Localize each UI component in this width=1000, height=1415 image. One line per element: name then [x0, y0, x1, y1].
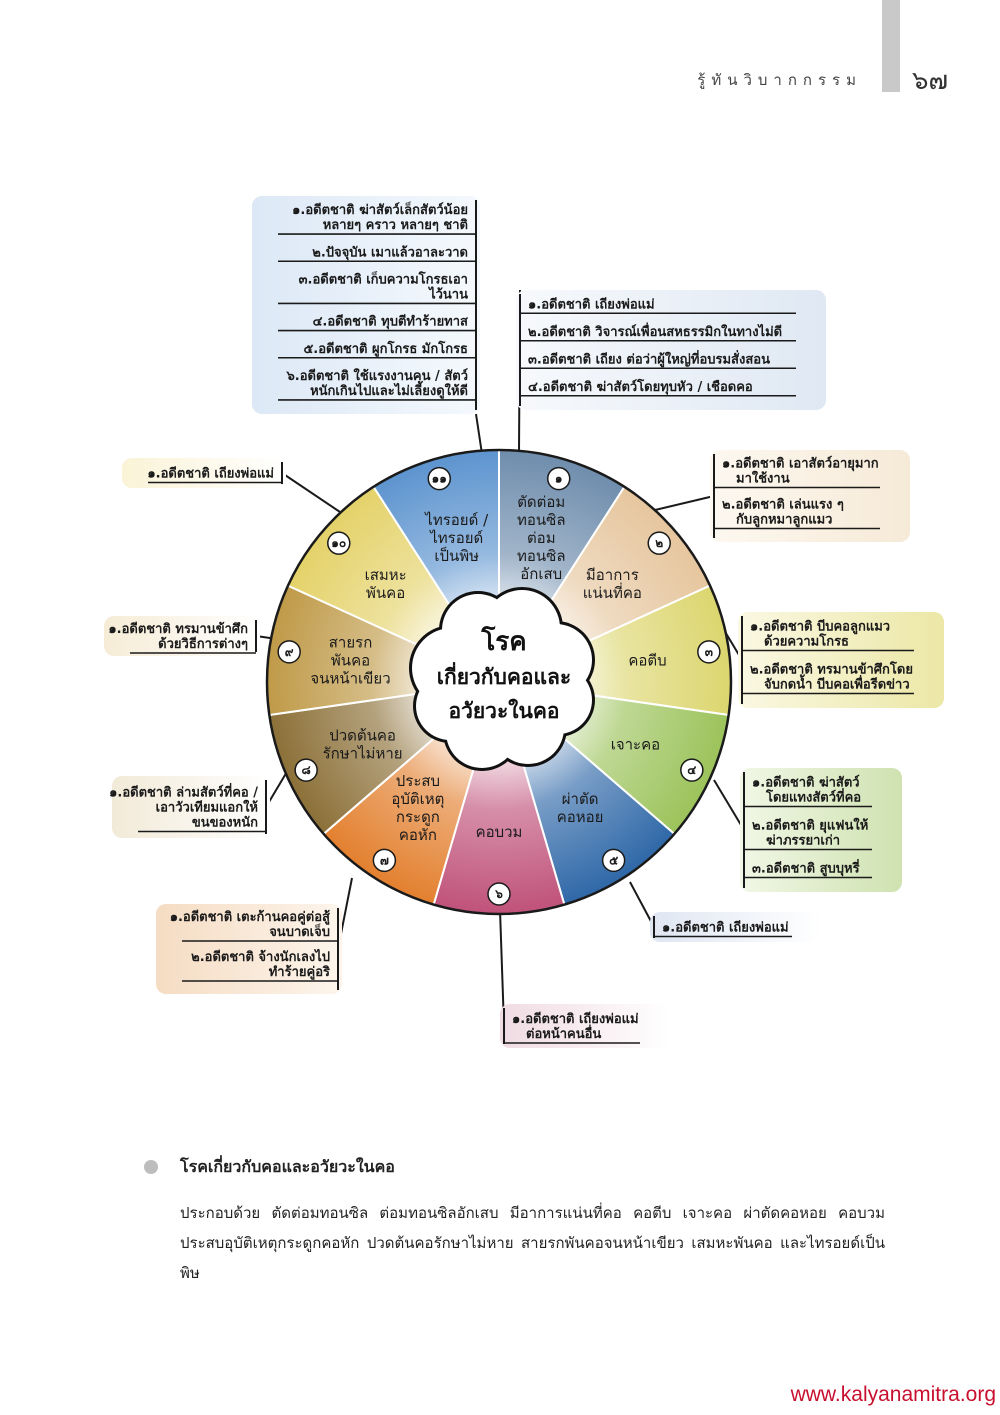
- cause-item-10-1: ๑.อดีตชาติ เถียงพ่อแม่: [147, 466, 274, 482]
- connector-line-2: [654, 495, 715, 511]
- segment-number-badge-3: [697, 640, 721, 664]
- cause-box-bg: [156, 904, 342, 994]
- cause-item-11-4: ๔.อดีตชาติ ทุบตีทำร้ายทาส: [313, 314, 468, 330]
- segment-number-10: ๑๐: [331, 536, 346, 550]
- cause-box-segment-6: ๑.อดีตชาติ เถียงพ่อแม่ต่อหน้าคนอื่น: [500, 1004, 670, 1048]
- segment-label-9: สายรกพันคอจนหน้าเขียว: [310, 634, 390, 688]
- cause-item-11-3: ๓.อดีตชาติ เก็บความโกรธเอาไว้นาน: [299, 269, 468, 302]
- segment-number-badge-8: [294, 758, 318, 782]
- cause-box-segment-2: ๑.อดีตชาติ เอาสัตว์อายุมากมาใช้งาน๒.อดีต…: [710, 450, 910, 542]
- cause-item-3-1: ๑.อดีตชาติ บีบคอลูกแมวด้วยความโกรธ: [750, 619, 890, 650]
- cause-item-11-5: ๕.อดีตชาติ ผูกโกรธ มักโกรธ: [303, 340, 468, 357]
- cause-item-8-1: ๑.อดีตชาติ ล่ามสัตว์ที่คอ /เอาวัวเทียมแอ…: [109, 783, 258, 831]
- cause-box-bg: [516, 290, 826, 410]
- segment-label-1: ตัดต่อมทอนซิลต่อมทอนซิลอักเสบ: [517, 493, 566, 583]
- segment-number-badge-11: [427, 466, 452, 491]
- cause-box-bg: [104, 616, 260, 656]
- segment-number-8: ๘: [302, 763, 311, 777]
- segment-label-11: ไทรอยด์ /ไทรอยด์เป็นพิษ: [424, 511, 489, 565]
- cause-box-segment-10: ๑.อดีตชาติ เถียงพ่อแม่: [122, 458, 286, 488]
- cause-item-11-6: ๖.อดีตชาติ ใช้แรงงานคน / สัตว์หนักเกินไป…: [286, 367, 468, 399]
- cause-item-1-2: ๒.อดีตชาติ วิจารณ์เพื่อนสหธรรมิกในทางไม่…: [528, 322, 782, 340]
- segment-number-badge-6: [487, 882, 511, 906]
- cause-item-1-4: ๔.อดีตชาติ ฆ่าสัตว์โดยทุบหัว / เชือดคอ: [528, 378, 753, 395]
- segment-number-badge-10: [327, 531, 351, 555]
- cause-item-4-3: ๓.อดีตชาติ สูบบุหรี่: [752, 859, 860, 877]
- segment-label-7: ประสบอุบัติเหตุกระดูกคอหัก: [391, 772, 444, 844]
- connector-line-11: [475, 413, 483, 455]
- segment-number-badge-2: [647, 531, 671, 555]
- segment-label-2: มีอาการแน่นที่คอ: [583, 566, 642, 602]
- segment-number-6: ๖: [494, 887, 503, 901]
- cause-box-segment-1: ๑.อดีตชาติ เถียงพ่อแม่๒.อดีตชาติ วิจารณ์…: [516, 290, 826, 410]
- cause-item-1-3: ๓.อดีตชาติ เถียง ต่อว่าผู้ใหญ่ที่อบรมสั่…: [528, 349, 770, 367]
- connector-line-4: [713, 779, 745, 831]
- cause-item-6-1: ๑.อดีตชาติ เถียงพ่อแม่ต่อหน้าคนอื่น: [512, 1011, 639, 1042]
- segment-number-7: ๗: [380, 853, 389, 867]
- cause-box-bg: [710, 450, 910, 542]
- segment-label-5: ผ่าตัดคอหอย: [557, 790, 604, 826]
- cause-item-4-2: ๒.อดีตชาติ ยุแฟนให้ฆ่าภรรยาเก่า: [752, 817, 868, 849]
- cause-box-segment-8: ๑.อดีตชาติ ล่ามสัตว์ที่คอ /เอาวัวเทียมแอ…: [109, 776, 270, 838]
- cause-box-bg: [500, 1004, 670, 1048]
- segment-number-1: ๑: [555, 472, 563, 486]
- segment-number-badge-4: [680, 758, 704, 782]
- cause-item-2-2: ๒.อดีตชาติ เล่นแรง ๆกับลูกหมาลูกแมว: [722, 497, 844, 528]
- cause-box-segment-4: ๑.อดีตชาติ ฆ่าสัตว์โดยแทงสัตว์ที่คอ๒.อดี…: [740, 768, 902, 892]
- cause-item-11-1: ๑.อดีตชาติ ฆ่าสัตว์เล็กสัตว์น้อยหลายๆ คร…: [292, 200, 468, 233]
- cause-box-bg: [112, 776, 270, 838]
- segment-number-5: ๕: [609, 853, 618, 867]
- cause-box-bg: [252, 196, 480, 414]
- segment-number-badge-1: [546, 466, 571, 491]
- center-title-line-3: อวัยวะในคอ: [448, 698, 559, 723]
- cause-item-11-2: ๒.ปัจจุบัน เมาแล้วอาละวาด: [312, 244, 468, 260]
- center-cloud: โรคเกี่ยวกับคอและอวัยวะในคอ: [409, 587, 595, 771]
- cause-box-segment-11: ๑.อดีตชาติ ฆ่าสัตว์เล็กสัตว์น้อยหลายๆ คร…: [252, 196, 480, 414]
- cause-item-4-1: ๑.อดีตชาติ ฆ่าสัตว์โดยแทงสัตว์ที่คอ: [752, 775, 861, 806]
- segment-label-8: ปวดต้นคอรักษาไม่หาย: [323, 726, 403, 762]
- segment-number-3: ๓: [705, 645, 713, 659]
- section-bullet: [144, 1160, 158, 1174]
- cause-box-bg: [738, 612, 944, 708]
- cause-item-5-1: ๑.อดีตชาติ เถียงพ่อแม่: [662, 920, 789, 936]
- footer-url: www.kalyanamitra.org: [790, 1383, 996, 1406]
- cause-box-segment-7: ๑.อดีตชาติ เตะก้านคอคู่ต่อสู้จนบาดเจ็บ๒.…: [156, 904, 342, 994]
- page-number: ๖๗: [912, 66, 949, 96]
- connector-line-10: [281, 472, 341, 513]
- segment-number-9: ๙: [285, 645, 294, 659]
- segment-number-badge-5: [601, 848, 626, 873]
- segment-number-badge-7: [372, 848, 397, 873]
- segment-number-badge-9: [277, 640, 301, 664]
- cause-box-bg: [740, 768, 902, 892]
- header-bar: [882, 0, 900, 92]
- cause-item-2-1: ๑.อดีตชาติ เอาสัตว์อายุมากมาใช้งาน: [722, 456, 879, 487]
- cause-item-3-2: ๒.อดีตชาติ ทรมานข้าศึกโดยจับกดน้ำ บีบคอเ…: [750, 661, 913, 693]
- cause-item-7-1: ๑.อดีตชาติ เตะก้านคอคู่ต่อสู้จนบาดเจ็บ: [170, 909, 330, 940]
- cause-box-segment-3: ๑.อดีตชาติ บีบคอลูกแมวด้วยความโกรธ๒.อดีต…: [738, 612, 944, 708]
- running-header-title: รู้ทันวิบากกรรม: [697, 71, 862, 89]
- section-title: โรคเกี่ยวกับคอและอวัยวะในคอ: [180, 1157, 395, 1176]
- cause-box-segment-5: ๑.อดีตชาติ เถียงพ่อแม่: [650, 912, 822, 942]
- cause-box-bg: [650, 912, 822, 942]
- segment-number-4: ๔: [687, 763, 696, 777]
- section-body: ประกอบด้วย ตัดต่อมทอนซิล ต่อมทอนซิลอักเส…: [180, 1204, 885, 1282]
- center-title-line-2: เกี่ยวกับคอและ: [437, 661, 571, 689]
- cause-item-1-1: ๑.อดีตชาติ เถียงพ่อแม่: [528, 296, 655, 312]
- cause-item-9-1: ๑.อดีตชาติ ทรมานข้าศึกด้วยวิธีการต่างๆ: [108, 621, 248, 652]
- segment-label-4: เจาะคอ: [611, 735, 660, 753]
- segment-number-11: ๑๑: [432, 472, 447, 486]
- segment-label-6: คอบวม: [476, 823, 523, 841]
- cause-box-bg: [122, 458, 286, 488]
- cause-item-7-2: ๒.อดีตชาติ จ้างนักเลงไปทำร้ายคู่อริ: [191, 948, 330, 980]
- mind-map-diagram: ๑.อดีตชาติ ฆ่าสัตว์เล็กสัตว์น้อยหลายๆ คร…: [104, 196, 944, 1048]
- segment-label-10: เสมหะพันคอ: [365, 566, 407, 602]
- segment-label-3: คอตีบ: [628, 652, 666, 670]
- center-title-line-1: โรค: [480, 625, 526, 657]
- cause-box-segment-9: ๑.อดีตชาติ ทรมานข้าศึกด้วยวิธีการต่างๆ: [104, 616, 260, 656]
- segment-number-2: ๒: [655, 536, 663, 550]
- connector-line-5: [629, 881, 655, 928]
